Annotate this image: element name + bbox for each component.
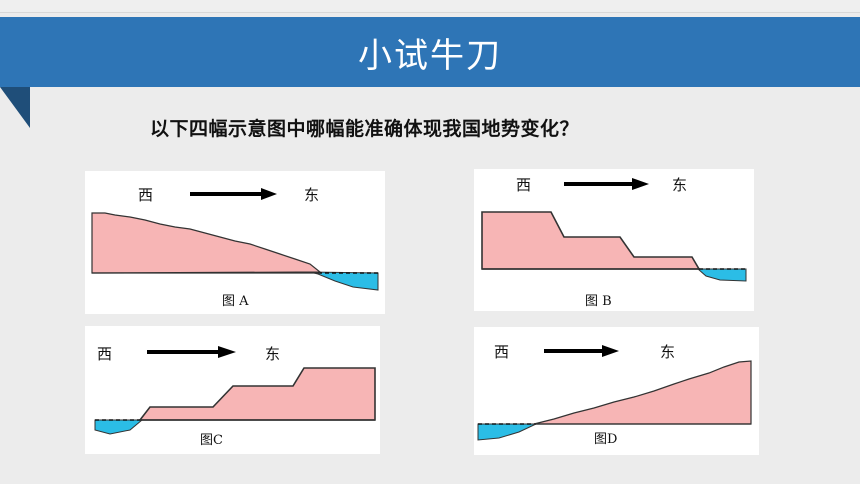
arrow-icon xyxy=(261,188,277,200)
caption: 图 A xyxy=(222,294,249,309)
sea-area xyxy=(309,271,379,291)
arrow-icon xyxy=(218,346,236,358)
caption: 图D xyxy=(594,432,617,447)
title-banner xyxy=(0,17,860,87)
arrow-icon xyxy=(602,345,619,357)
land-profile xyxy=(533,360,752,425)
diagram-b: 西 东 图 B xyxy=(474,169,754,311)
land-profile xyxy=(91,212,322,274)
question-text: 以下四幅示意图中哪幅能准确体现我国地势变化？ xyxy=(150,118,580,140)
sea-area xyxy=(696,268,747,282)
diagram-d: 西 东 图D xyxy=(474,327,759,455)
west-label: 西 xyxy=(138,186,153,204)
land-profile xyxy=(138,367,376,421)
slide-title: 小试牛刀 xyxy=(358,35,502,76)
land-profile xyxy=(481,211,701,270)
east-label: 东 xyxy=(672,176,687,194)
sea-area xyxy=(477,423,537,441)
banner-fold-decoration xyxy=(0,87,30,128)
east-label: 东 xyxy=(660,343,675,361)
east-label: 东 xyxy=(304,186,319,204)
diagram-a: 西 东 图 A xyxy=(85,171,385,314)
west-label: 西 xyxy=(516,176,531,194)
east-label: 东 xyxy=(265,345,280,363)
caption: 图C xyxy=(200,433,223,448)
arrow-icon xyxy=(632,178,649,190)
top-strip xyxy=(0,0,860,13)
caption: 图 B xyxy=(585,294,612,309)
west-label: 西 xyxy=(494,343,509,361)
diagram-c: 西 东 图C xyxy=(85,326,380,454)
sea-area xyxy=(94,419,144,435)
west-label: 西 xyxy=(97,345,112,363)
